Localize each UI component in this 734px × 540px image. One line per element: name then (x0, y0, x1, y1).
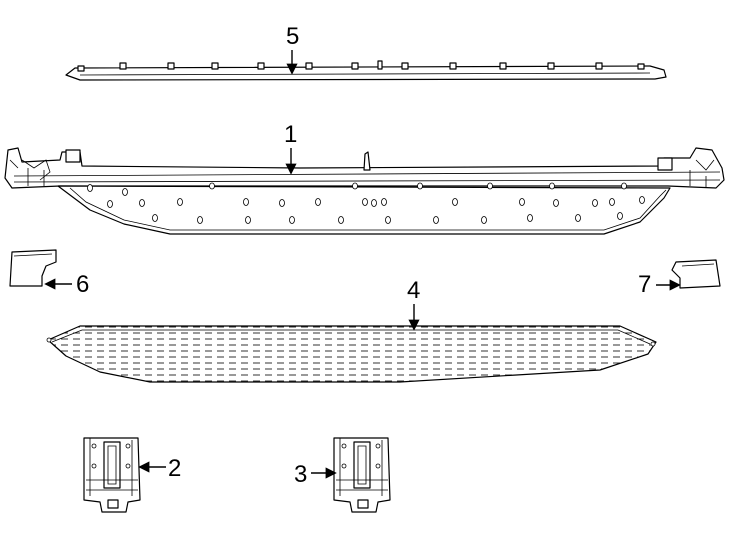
callout-7: 7 (638, 271, 651, 298)
part-5-clips (77, 60, 645, 72)
part-4-step-pad (46, 325, 657, 383)
callout-2: 2 (168, 455, 181, 482)
callout-arrows (44, 50, 681, 479)
callout-6: 6 (76, 271, 89, 298)
part-5-molding-strip (65, 60, 667, 81)
part-3-bracket (333, 437, 391, 513)
part-2-bracket (83, 437, 141, 513)
part-6-left-end-cap (9, 249, 57, 287)
callout-5: 5 (286, 23, 299, 50)
part-7-right-end-cap (671, 259, 721, 289)
callout-1: 1 (284, 121, 297, 148)
callout-4: 4 (407, 277, 420, 304)
callout-3: 3 (294, 461, 307, 488)
part-1-running-board (4, 147, 725, 235)
part-1-holes (87, 182, 645, 224)
